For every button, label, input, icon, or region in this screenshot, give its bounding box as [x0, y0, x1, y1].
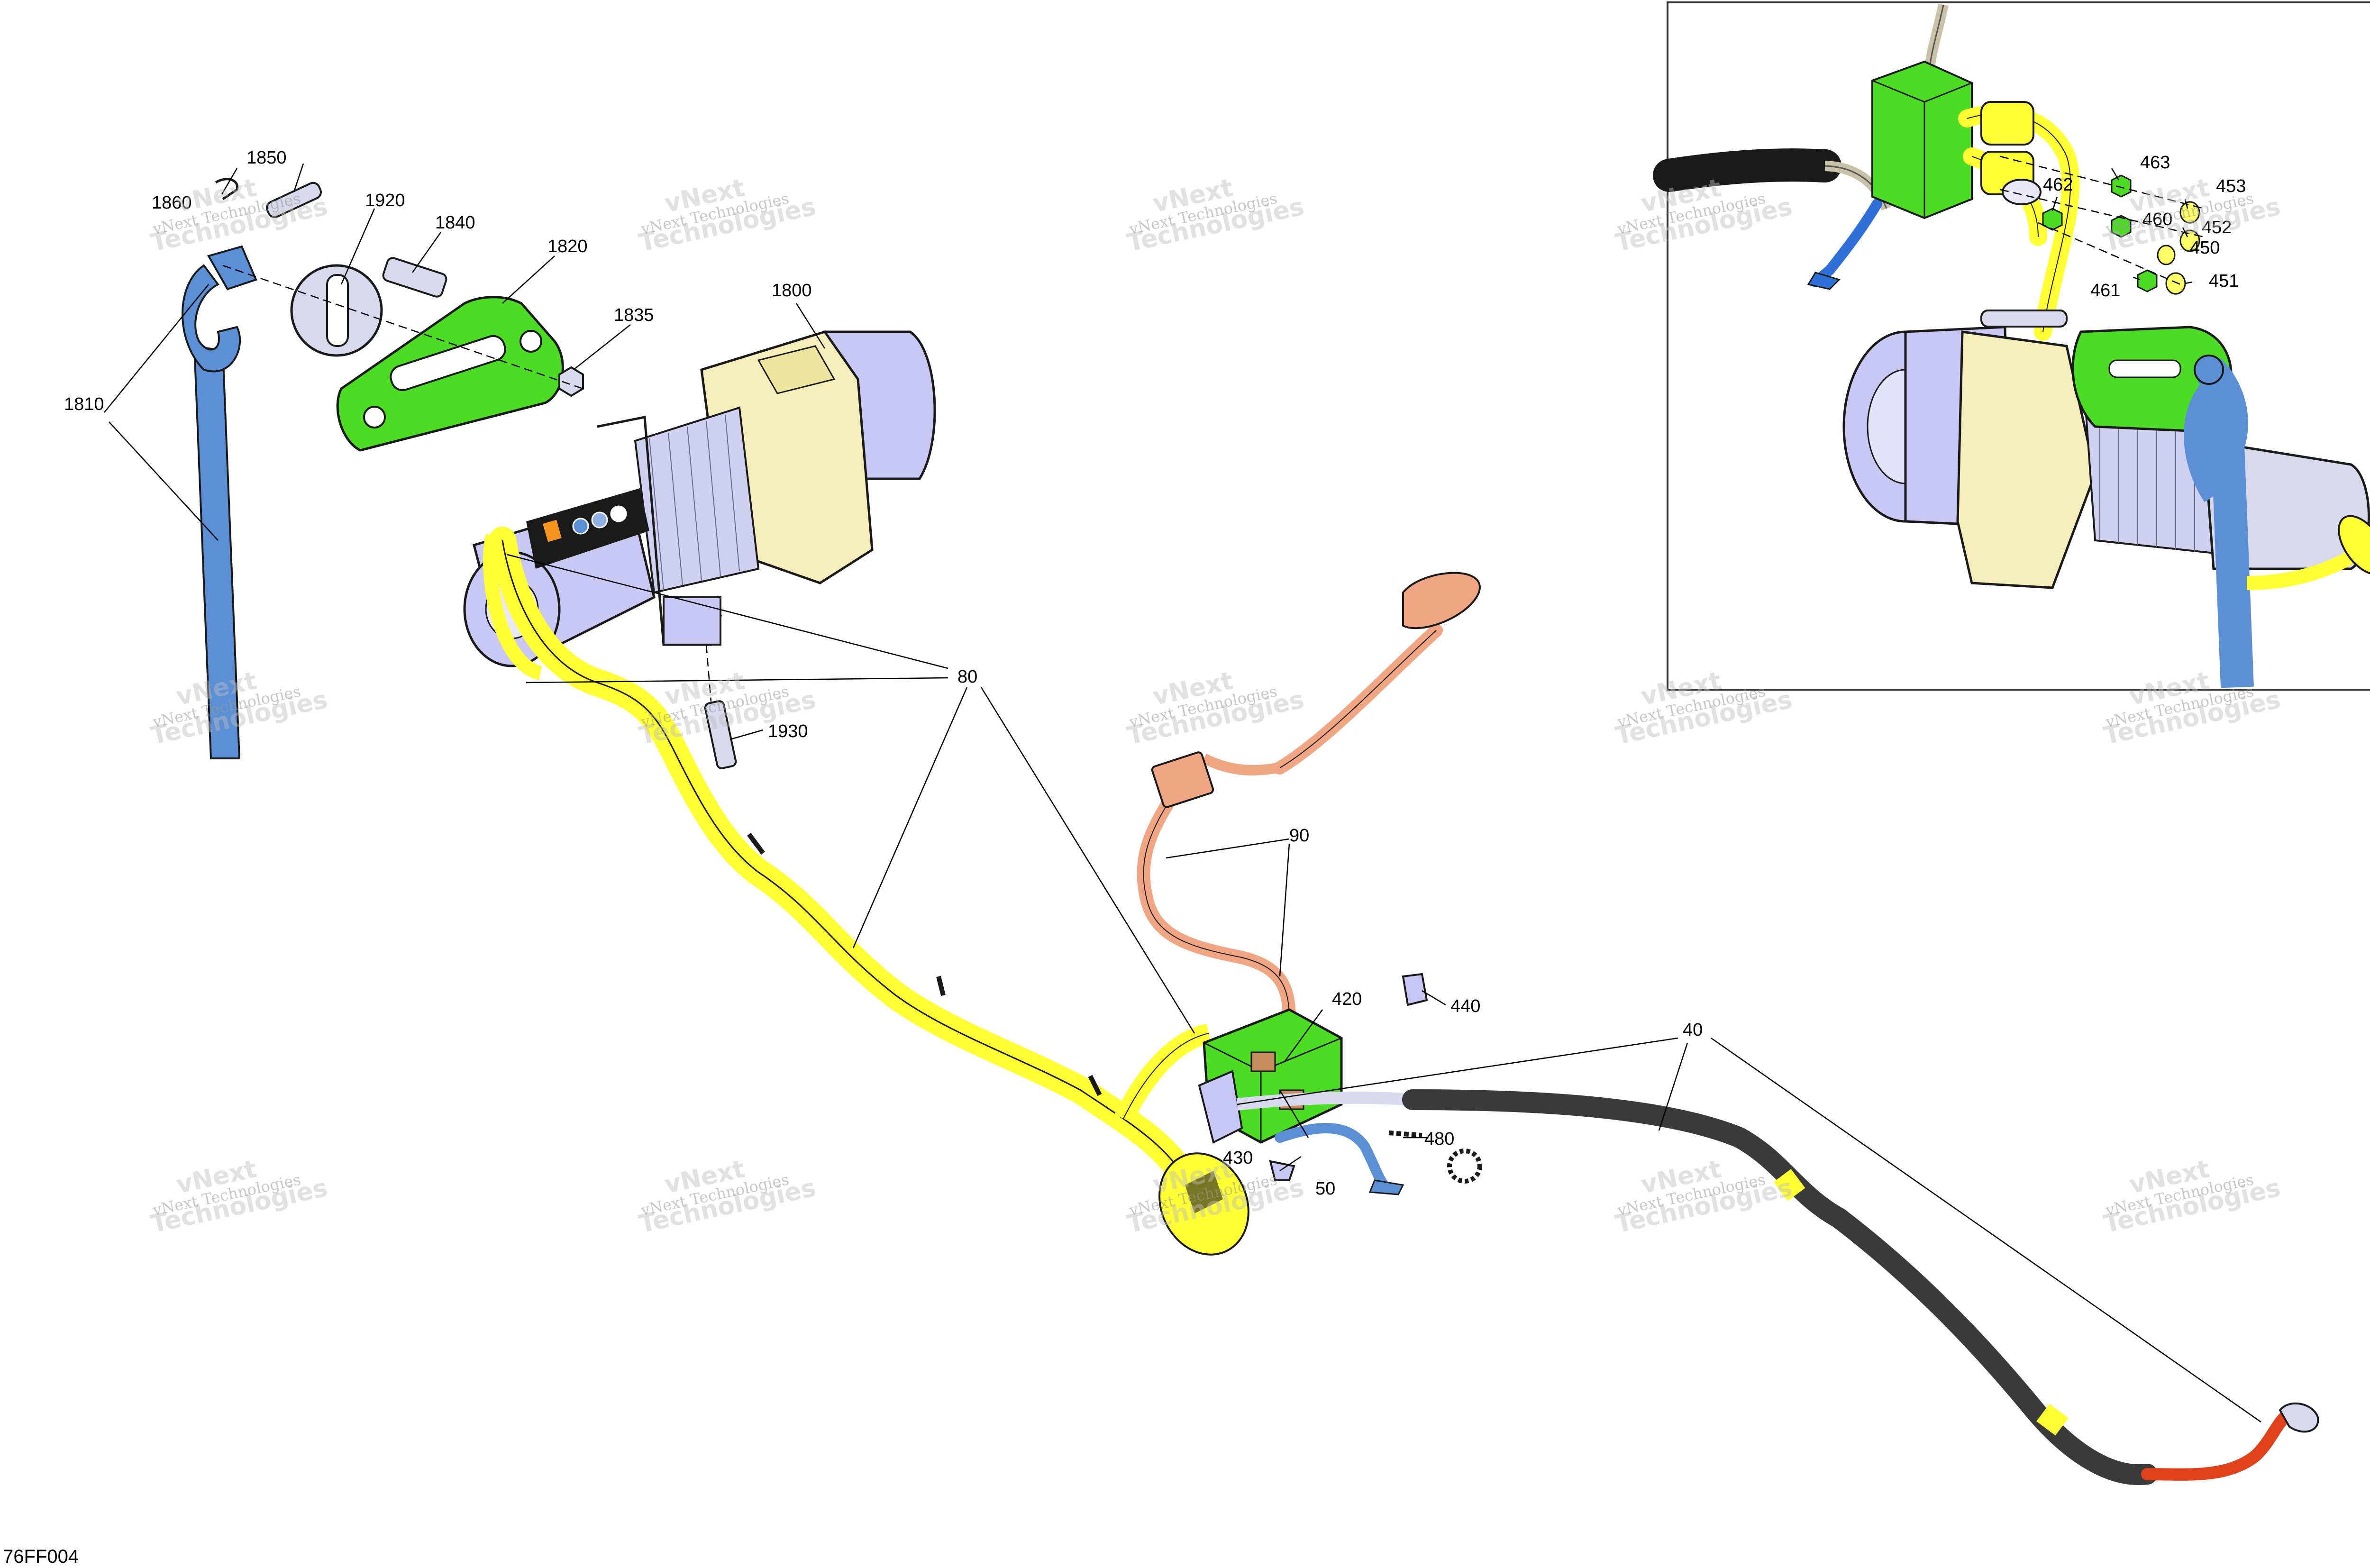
callout-451: 451	[2209, 271, 2239, 291]
callout-460: 460	[2142, 210, 2172, 229]
callout-1860: 1860	[152, 193, 192, 213]
mounting-bolt	[382, 257, 447, 298]
winch-mount-bolt	[704, 700, 737, 769]
lock-washer	[1447, 1149, 1482, 1184]
hook-pin	[266, 182, 322, 219]
contactor-screw	[1269, 1160, 1295, 1181]
inset-washer-453	[2179, 201, 2200, 224]
callout-40: 40	[1683, 1020, 1703, 1040]
callout-1800: 1800	[772, 281, 812, 301]
harness-loop-terminal	[1402, 572, 1481, 629]
callout-430: 430	[1223, 1148, 1253, 1168]
clip-nut	[1402, 973, 1428, 1006]
contactor-bracket	[1198, 1070, 1243, 1144]
callout-1810: 1810	[64, 394, 104, 414]
callout-1835: 1835	[614, 305, 654, 325]
callout-80: 80	[957, 667, 977, 687]
callout-1840: 1840	[435, 213, 475, 233]
inset-nut-461	[2137, 269, 2158, 292]
inset-winch-gearbox	[1956, 330, 2097, 589]
callout-1930: 1930	[768, 721, 808, 741]
blue-ground-cable	[1275, 1123, 1389, 1190]
callout-463: 463	[2140, 153, 2170, 173]
inset-nut-463	[2111, 174, 2132, 198]
callout-1920: 1920	[365, 191, 405, 210]
battery-cable-red-end	[2141, 1411, 2291, 1481]
winch-drum	[634, 406, 760, 594]
leader-lines	[104, 163, 2261, 1423]
battery-cable-grey	[1236, 1091, 1413, 1111]
hook-clip	[215, 178, 239, 201]
callout-461: 461	[2090, 281, 2120, 301]
inset-nut-460	[2111, 215, 2132, 238]
callout-462: 462	[2043, 175, 2073, 195]
inset-washer-450	[2157, 245, 2176, 265]
battery-terminal	[2279, 1402, 2319, 1433]
callout-450: 450	[2190, 238, 2220, 258]
harness-connector	[1151, 751, 1214, 808]
strap-with-hook	[182, 245, 257, 759]
callout-labels: 1850 1860 1920 1840 1820 1835 1800 1810 …	[64, 148, 2246, 1199]
battery-cable	[1402, 1089, 2158, 1486]
hook	[182, 264, 241, 373]
document-code: 76FF004	[3, 1546, 79, 1567]
callout-453: 453	[2216, 176, 2246, 196]
inset-washer-452	[2179, 229, 2200, 252]
fairlead-nut	[558, 366, 584, 397]
callout-1850: 1850	[246, 148, 287, 168]
inset-detail-view	[1653, 3, 2370, 688]
callout-90: 90	[1289, 826, 1309, 846]
callout-480: 480	[1424, 1129, 1454, 1149]
inset-black-cable	[1653, 148, 1841, 192]
callout-440: 440	[1450, 996, 1480, 1016]
inset-blue-cable	[1810, 199, 1882, 287]
inset-washer-451	[2165, 272, 2186, 295]
callout-1820: 1820	[547, 237, 588, 256]
callout-50: 50	[1315, 1179, 1335, 1199]
ground-screw	[1388, 1130, 1422, 1138]
callout-452: 452	[2202, 218, 2232, 237]
callout-420: 420	[1332, 989, 1362, 1009]
inset-contactor	[1871, 60, 1973, 219]
